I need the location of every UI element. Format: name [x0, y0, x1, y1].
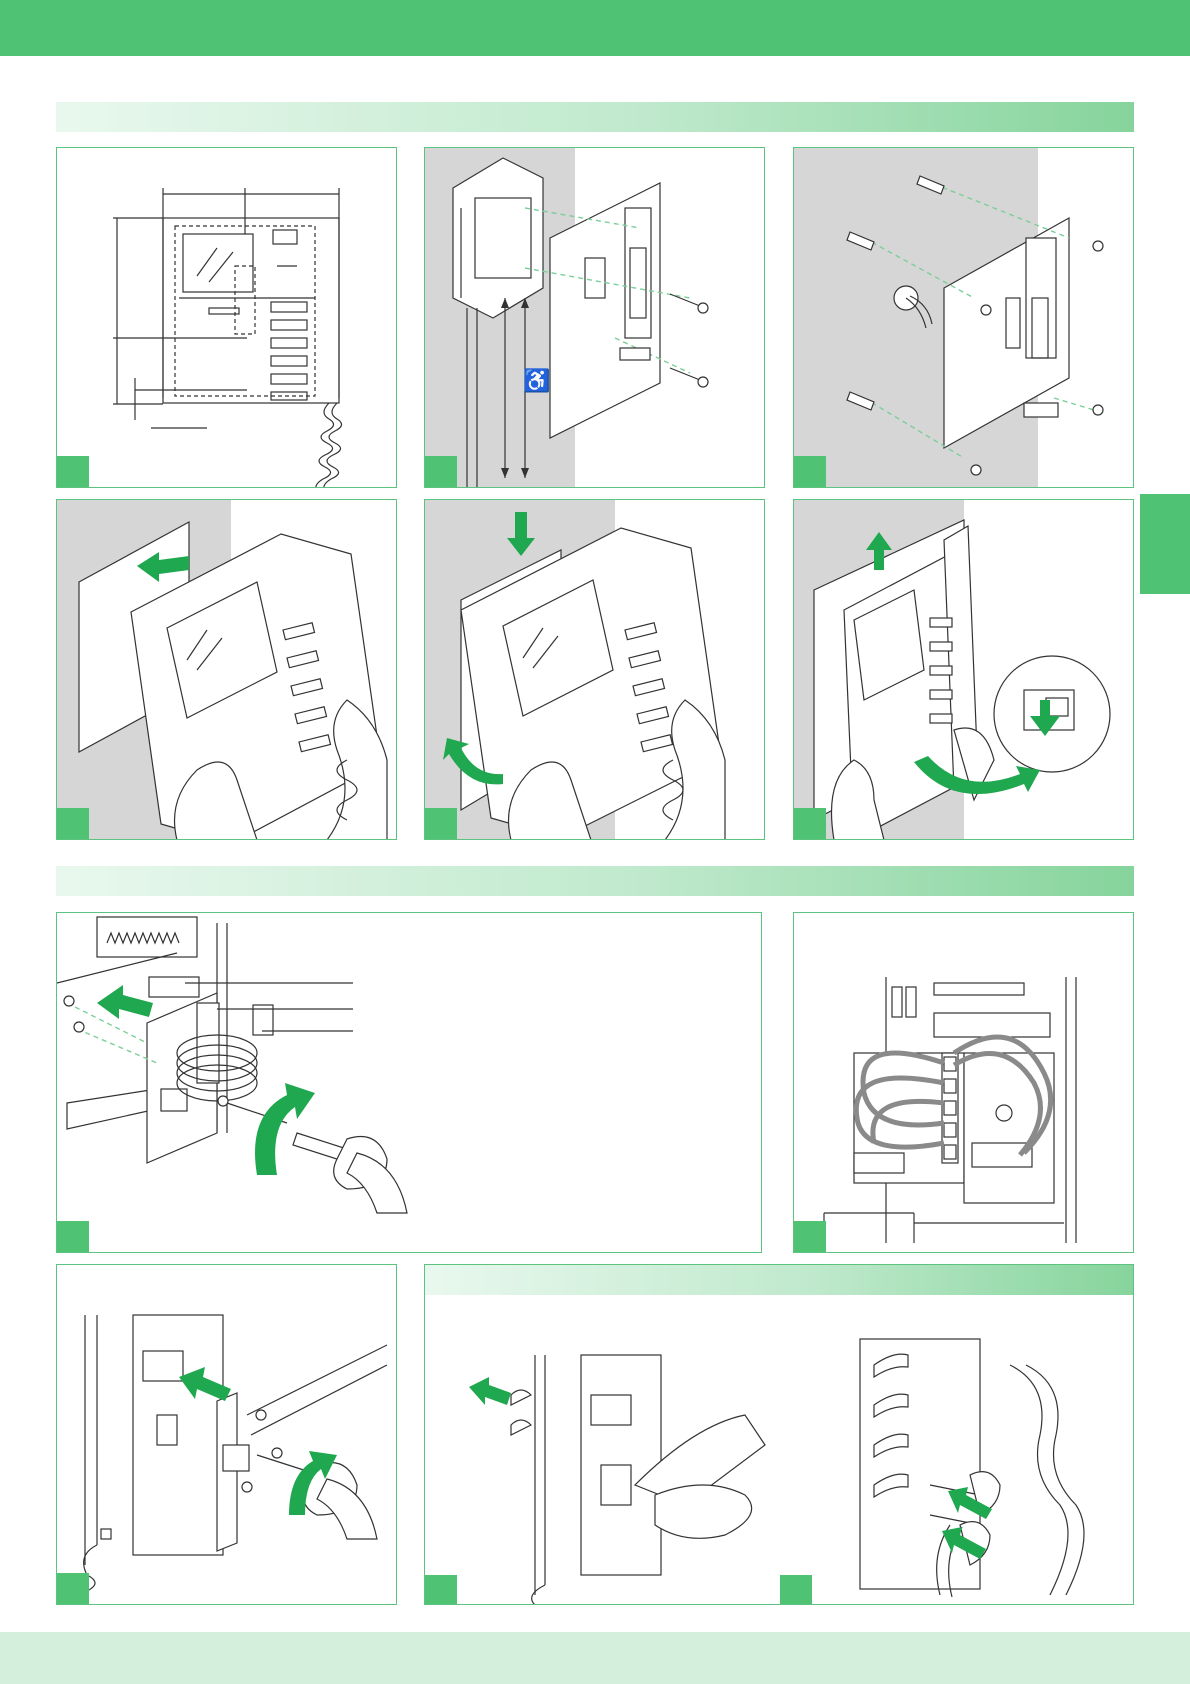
- handset-instructions-block: [424, 1264, 1134, 1605]
- wiring-detail: [793, 912, 1134, 1253]
- wiring-band: [56, 866, 1134, 896]
- figure-number-badge: [425, 456, 457, 487]
- cap-insertion: [780, 1295, 1134, 1605]
- figure-number-badge: [425, 808, 457, 839]
- side-section-tab: [1140, 494, 1190, 594]
- dimension-drawing: [56, 147, 397, 488]
- wheelchair-icon: ♿: [523, 368, 547, 394]
- figure-number-badge: [794, 1221, 826, 1252]
- figure-number-badge: [57, 456, 89, 487]
- figure-number-badge: [57, 1221, 89, 1252]
- connector-fitting: [56, 1264, 397, 1605]
- bottom-footer-bar: [0, 1632, 1190, 1684]
- figure-number-badge: [794, 808, 826, 839]
- top-header-bar: [0, 0, 1190, 56]
- handset-band: [425, 1265, 1134, 1295]
- figure-number-badge: [57, 1573, 89, 1604]
- cap-removal: [425, 1295, 780, 1605]
- figure-number-badge: [780, 1575, 812, 1605]
- module-screw-fitting: [56, 912, 762, 1253]
- figure-number-badge: [57, 808, 89, 839]
- plate-screw-fixing: [793, 147, 1134, 488]
- unit-hooking: [56, 499, 397, 840]
- wall-box-mounting: ♿: [424, 147, 765, 488]
- unit-lowering: [424, 499, 765, 840]
- figure-number-badge: [794, 456, 826, 487]
- installation-band: [56, 102, 1134, 132]
- figure-number-badge: [425, 1575, 457, 1605]
- unit-removal: [793, 499, 1134, 840]
